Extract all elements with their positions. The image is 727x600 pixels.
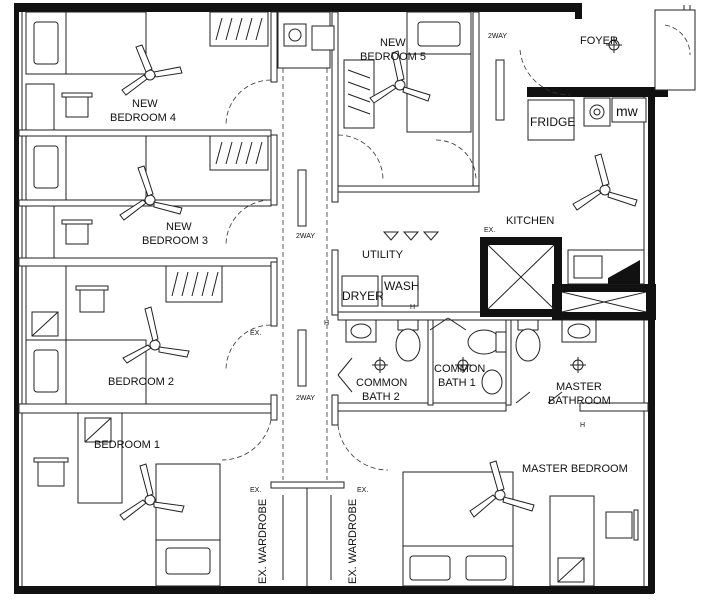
chair-icon: [605, 509, 639, 541]
shelf-icon: [382, 231, 440, 241]
chair-icon: [75, 285, 109, 313]
internal-walls: [18, 11, 656, 586]
basin-icon: [345, 319, 377, 343]
ceiling-fan-icon: [119, 463, 185, 521]
wardrobe: [165, 265, 223, 303]
bed-bedroom-5: [406, 11, 472, 133]
basin-icon: [561, 319, 597, 343]
room-label-utility: UTILITY: [362, 249, 404, 261]
exhaust-label: EX.: [250, 487, 261, 494]
room-label-bedroom-1: BEDROOM 1: [94, 439, 160, 451]
exhaust-label: EX.: [484, 227, 495, 234]
ceiling-fan-icon: [369, 50, 431, 104]
wardrobe: [209, 135, 269, 171]
room-label-common-bath-1: COMMON: [434, 363, 485, 375]
ceiling-fan-icon: [572, 153, 638, 211]
two-way-switch-label: 2WAY: [296, 233, 315, 240]
room-label-new-bedroom-4: NEW: [132, 98, 158, 110]
room-label-master-bathroom: MASTER: [556, 381, 602, 393]
chair-icon: [61, 219, 93, 245]
room-label-bedroom-2: BEDROOM 2: [108, 376, 174, 388]
wardrobe-label: EX. WARDROBE: [257, 499, 269, 584]
ceiling-fan-icon: [119, 165, 183, 221]
bed-master-bedroom: [402, 471, 514, 587]
room-label-common-bath-2: BATH 2: [362, 391, 400, 403]
ceiling-lines: [282, 60, 328, 480]
room-label-new-bedroom-5: NEW: [380, 37, 406, 49]
washing-machine-icon: [283, 23, 307, 47]
toilet-icon: [467, 329, 507, 355]
exhaust-label: EX.: [357, 487, 368, 494]
wardrobe: [209, 11, 269, 47]
ceiling-fan-icon: [121, 44, 183, 96]
room-label-new-bedroom-3: BEDROOM 3: [142, 235, 208, 247]
room-label-master-bathroom: BATHROOM: [548, 395, 611, 407]
shoe-cabinet: [495, 59, 505, 121]
light-strip-icon: [297, 169, 307, 387]
dryer-label: DRYER: [342, 289, 384, 303]
wardrobe: [343, 59, 375, 129]
room-label-foyer: FOYER: [580, 35, 618, 47]
bed-bedroom-3: [25, 135, 147, 201]
heater-label: H: [580, 422, 585, 429]
sink-icon: [567, 249, 645, 285]
room-label-common-bath-2: COMMON: [356, 377, 407, 389]
washer: [381, 275, 419, 307]
room-label-kitchen: KITCHEN: [506, 215, 554, 227]
chair-icon: [311, 25, 335, 51]
bed-bedroom-2: [25, 339, 147, 405]
microwave: [611, 97, 647, 123]
door-swings: [221, 24, 691, 471]
fridge: [527, 99, 575, 141]
toilet-icon: [395, 319, 421, 362]
desk: [25, 205, 55, 259]
two-way-switch-label: 2WAY: [296, 395, 315, 402]
basin-icon: [481, 369, 503, 395]
room-label-new-bedroom-4: BEDROOM 4: [110, 112, 176, 124]
fridge-label: FRIDGE: [530, 115, 575, 129]
toilet-icon: [515, 319, 541, 362]
bed-bedroom-1: [155, 463, 221, 587]
heater-label: H: [410, 304, 415, 311]
outer-walls: [14, 3, 696, 594]
bed-bedroom-4: [25, 11, 147, 75]
room-label-master-bedroom: MASTER BEDROOM: [522, 463, 628, 475]
light-icon: [372, 37, 622, 373]
chair-icon: [61, 92, 93, 118]
dryer: [341, 275, 379, 307]
wash-label: WASH: [384, 279, 420, 293]
room-label-common-bath-1: BATH 1: [438, 377, 476, 389]
microwave-label: mw: [616, 103, 639, 119]
exhaust-label: EX.: [250, 330, 261, 337]
room-label-new-bedroom-5: BEDROOM 5: [360, 51, 426, 63]
wardrobe-label: EX. WARDROBE: [347, 499, 359, 584]
desk: [25, 83, 55, 131]
room-label-new-bedroom-3: NEW: [166, 221, 192, 233]
ceiling-fan-icon: [122, 306, 190, 364]
ceiling-fan-icon: [469, 460, 535, 518]
stove-icon: [583, 97, 611, 127]
chair-icon: [33, 457, 69, 487]
two-way-switch-label: 2WAY: [488, 33, 507, 40]
heater-label: H: [324, 320, 329, 327]
